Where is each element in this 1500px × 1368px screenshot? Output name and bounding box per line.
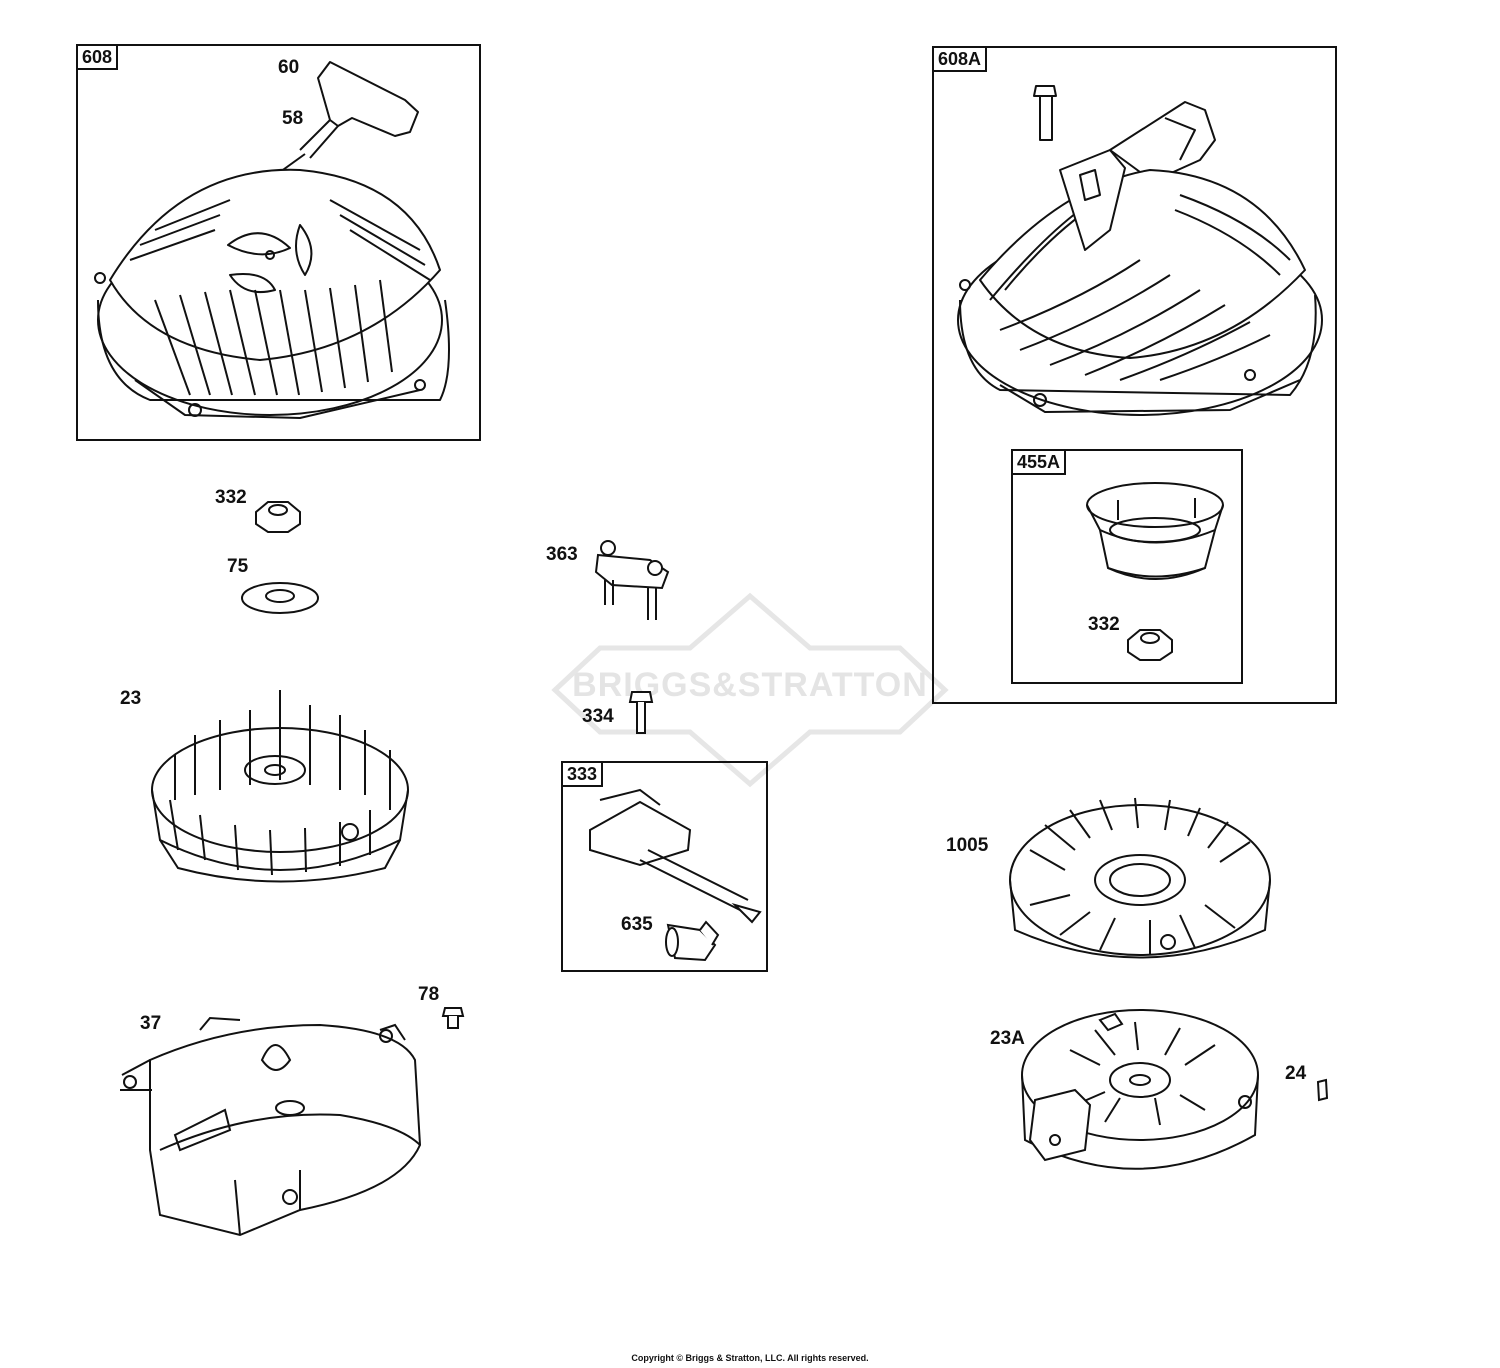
callout-37: 37 <box>140 1013 162 1034</box>
kit-box-608a <box>932 46 1337 704</box>
kit-box-608 <box>76 44 481 441</box>
spark-plug-boot-635 <box>665 920 720 962</box>
callout-334: 334 <box>582 706 614 727</box>
callout-1005: 1005 <box>946 835 989 856</box>
callout-78: 78 <box>418 984 440 1005</box>
screw-334 <box>628 691 654 734</box>
callout-23a: 23A <box>990 1028 1025 1049</box>
hex-nut-332 <box>255 501 301 533</box>
ignition-armature-333 <box>589 788 762 924</box>
rewind-starter-608a <box>957 85 1323 416</box>
bracket-363 <box>594 540 670 620</box>
starter-cup-455a <box>1086 482 1224 580</box>
kit-label-608a: 608A <box>934 48 988 72</box>
callout-75: 75 <box>227 556 249 577</box>
copyright-notice: Copyright © Briggs & Stratton, LLC. All … <box>631 1353 869 1363</box>
rewind-starter-608 <box>94 61 450 419</box>
kit-label-608: 608 <box>78 46 119 70</box>
kit-box-333 <box>561 761 768 972</box>
callout-363: 363 <box>546 544 578 565</box>
flywheel-23a <box>1021 1009 1259 1170</box>
callout-332: 332 <box>215 487 247 508</box>
kit-label-455a: 455A <box>1013 451 1067 475</box>
hex-nut-332-kit <box>1127 629 1173 661</box>
kit-box-455a <box>1011 449 1243 684</box>
callout-635: 635 <box>621 914 653 935</box>
callout-24: 24 <box>1285 1063 1307 1084</box>
washer-75 <box>241 582 319 614</box>
flywheel-23 <box>151 690 409 883</box>
callout-60: 60 <box>278 57 300 78</box>
blower-housing-37 <box>120 1016 422 1237</box>
watermark-hexagon <box>551 592 949 788</box>
screw-78 <box>441 1007 465 1029</box>
callout-23: 23 <box>120 688 142 709</box>
callout-332-kit: 332 <box>1088 614 1120 635</box>
key-24 <box>1316 1078 1329 1102</box>
kit-label-333: 333 <box>563 763 604 787</box>
callout-58: 58 <box>282 108 304 129</box>
fan-1005 <box>1009 797 1271 959</box>
